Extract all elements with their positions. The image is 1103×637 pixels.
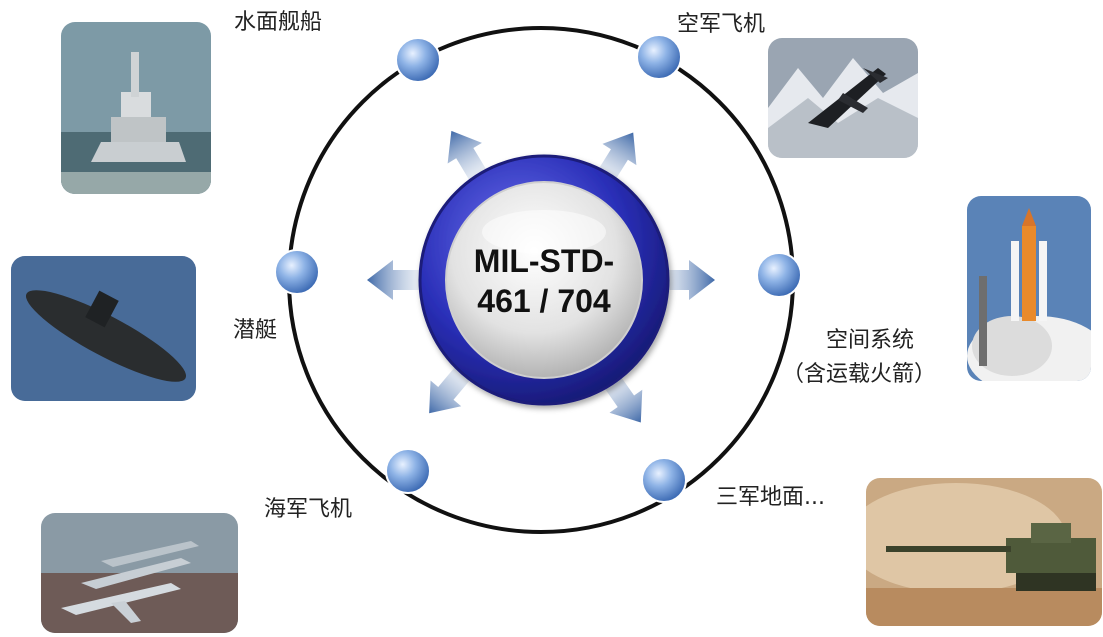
- node-surface-ship: [395, 37, 441, 83]
- air-force-aircraft-photo: [768, 38, 918, 158]
- label-naval-aircraft: 海军飞机: [264, 497, 353, 522]
- central-hub: [418, 154, 670, 406]
- label-space-system-note: （含运载火箭）: [782, 362, 937, 387]
- ring-nodes: [274, 34, 802, 503]
- label-space-system: 空间系统: [826, 328, 915, 353]
- node-air-force-aircraft: [636, 34, 682, 80]
- submarine-photo: [11, 256, 196, 401]
- node-army-ground: [641, 457, 687, 503]
- naval-aircraft-photo: [41, 513, 238, 633]
- node-submarine: [274, 249, 320, 295]
- label-surface-ship: 水面舰船: [234, 10, 323, 35]
- node-naval-aircraft: [385, 448, 431, 494]
- hub-line-2: 461 / 704: [477, 283, 611, 319]
- army-ground-photo: [866, 478, 1102, 626]
- label-army-ground: 三军地面...: [716, 485, 825, 510]
- surface-ship-photo: [61, 22, 211, 194]
- space-system-photo: [967, 196, 1091, 381]
- label-submarine: 潜艇: [233, 318, 278, 343]
- node-space-system: [756, 252, 802, 298]
- hub-line-1: MIL-STD-: [474, 243, 614, 279]
- label-air-force-aircraft: 空军飞机: [677, 12, 766, 37]
